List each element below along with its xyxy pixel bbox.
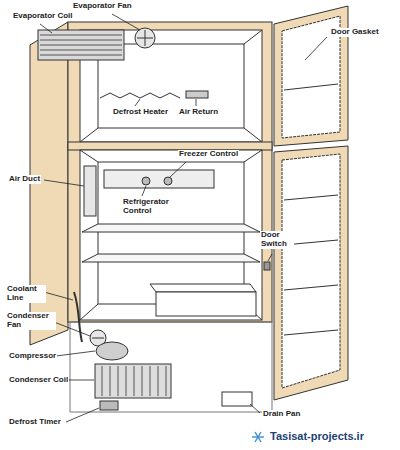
control-panel — [104, 170, 214, 188]
part-label: Evaporator Fan — [72, 2, 133, 11]
drain-pan — [222, 392, 252, 406]
watermark: Tasisat-projects.ir — [268, 429, 366, 443]
cabinet-frame — [68, 22, 272, 322]
part-label: Defrost Timer — [8, 418, 62, 427]
freezer-back — [244, 44, 262, 142]
snowflake-icon — [252, 432, 264, 442]
evaporator-coil — [38, 30, 124, 60]
machine-base — [70, 322, 272, 412]
defrost-timer — [100, 401, 118, 410]
leader-lines — [40, 14, 327, 422]
fridge-interior — [80, 150, 262, 320]
freezer-back — [98, 128, 244, 129]
part-label: Evaporator Coil — [12, 12, 74, 21]
part-label: Coolant Line — [6, 285, 46, 303]
part-label: Air Return — [178, 108, 219, 117]
crisper — [156, 292, 256, 316]
shelf — [82, 224, 260, 232]
air-duct — [84, 166, 96, 216]
coolant-line — [74, 292, 82, 342]
part-label: Door Gasket — [330, 28, 380, 37]
divider — [68, 142, 272, 150]
evaporator-fan — [135, 28, 155, 48]
condenser-coil — [95, 364, 171, 398]
control-knob — [164, 177, 172, 185]
part-label: Condenser Coil — [8, 376, 69, 385]
compressor — [96, 342, 128, 360]
fridge-door — [274, 146, 348, 400]
part-label: Compressor — [8, 352, 57, 361]
part-label: Air Duct — [8, 175, 41, 184]
air-return — [186, 91, 208, 98]
freezer-door — [274, 6, 348, 146]
defrost-heater — [100, 93, 180, 98]
part-label: Drain Pan — [262, 410, 301, 419]
door-switch — [264, 262, 270, 270]
control-knob — [142, 177, 150, 185]
part-label: Door Switch — [260, 231, 294, 249]
part-label: Condenser Fan — [6, 312, 56, 330]
door-gasket — [282, 154, 340, 388]
shelf — [82, 254, 260, 262]
part-label: Freezer Control — [178, 150, 239, 159]
part-label: Defrost Heater — [112, 108, 169, 117]
part-label: Refrigerator Control — [122, 198, 176, 216]
crisper — [150, 284, 256, 292]
